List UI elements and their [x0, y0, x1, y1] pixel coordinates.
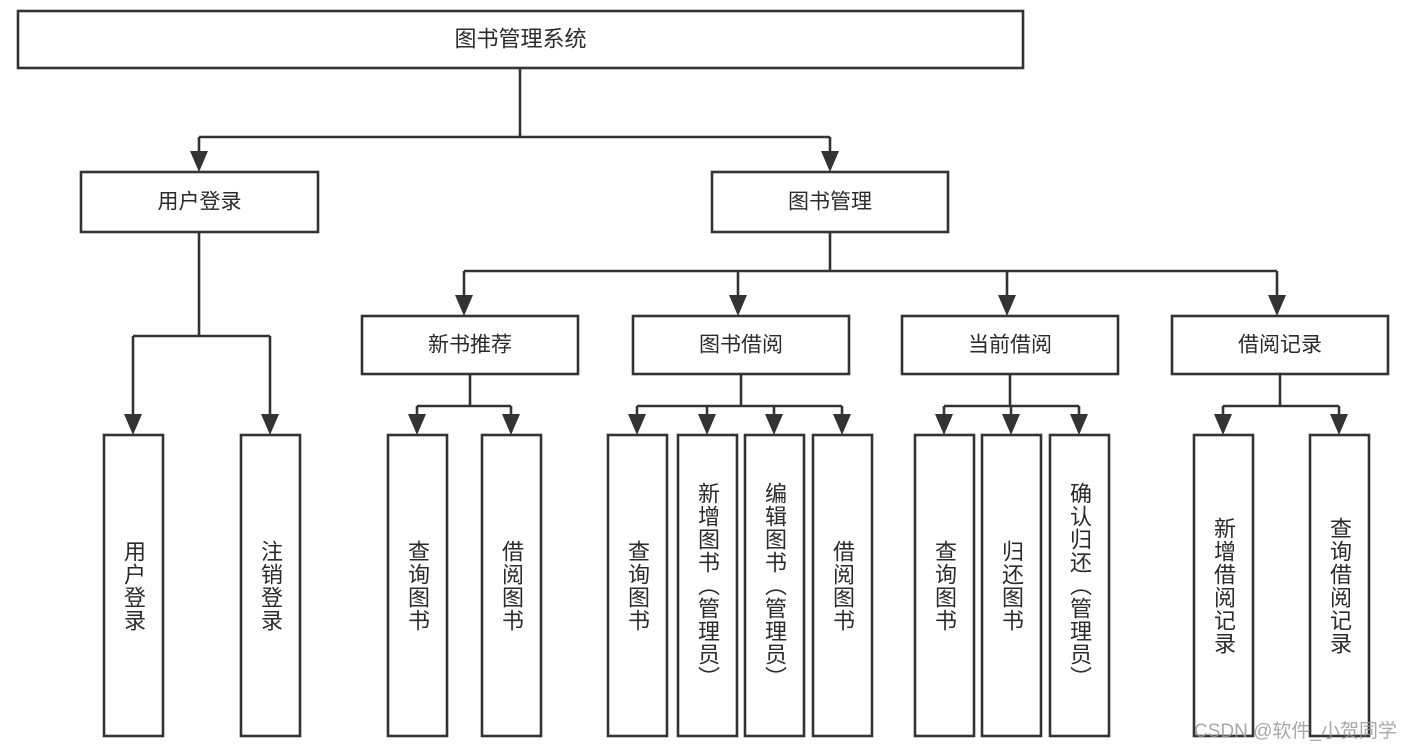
node-user-login-label: 用户登录 — [158, 191, 242, 214]
node-leaf-query-book-2-box[interactable] — [606, 433, 669, 738]
arrow-book-manage-to-level3-3 — [1268, 295, 1286, 316]
arrow-current-borrow-to-leaves-1 — [1002, 414, 1020, 435]
node-book-borrow-label: 图书借阅 — [699, 334, 783, 357]
watermark-text: CSDN @软件_小贺同学 — [1194, 721, 1397, 742]
node-leaf-borrow-book-1-box[interactable] — [480, 433, 543, 738]
node-leaf-return-book-box[interactable] — [980, 433, 1043, 738]
arrow-user-login-to-leaves-1 — [261, 414, 279, 435]
node-book-manage-box[interactable] — [710, 170, 950, 234]
node-user-login-box[interactable] — [79, 170, 320, 234]
arrow-book-manage-to-level3-2 — [998, 295, 1016, 316]
arrow-borrow-record-to-leaves-0 — [1214, 414, 1232, 435]
node-leaf-confirm-return-admin-box[interactable] — [1048, 433, 1111, 738]
arrow-root-to-level2-0 — [190, 151, 208, 172]
connector-layer — [124, 68, 1348, 435]
node-root-box[interactable] — [16, 9, 1025, 70]
node-leaf-query-book-3-box[interactable] — [913, 433, 976, 738]
node-current-borrow-label: 当前借阅 — [968, 334, 1052, 357]
node-leaf-query-book-1-box[interactable] — [386, 433, 449, 738]
arrow-book-borrow-to-leaves-1 — [698, 414, 716, 435]
node-leaf-logout-login-box[interactable] — [239, 433, 302, 738]
arrow-borrow-record-to-leaves-1 — [1330, 414, 1348, 435]
node-borrow-record-box[interactable] — [1170, 314, 1390, 376]
arrow-book-borrow-to-leaves-3 — [833, 414, 851, 435]
node-book-manage-label: 图书管理 — [788, 191, 872, 214]
node-leaf-query-borrow-record-box[interactable] — [1308, 433, 1371, 738]
node-current-borrow-box[interactable] — [900, 314, 1120, 376]
arrow-new-book-to-leaves-1 — [502, 414, 520, 435]
arrow-current-borrow-to-leaves-2 — [1070, 414, 1088, 435]
node-leaf-edit-book-admin-box[interactable] — [743, 433, 806, 738]
arrow-new-book-to-leaves-0 — [408, 414, 426, 435]
node-leaf-user-login-box[interactable] — [102, 433, 165, 738]
node-leaf-add-book-admin-box[interactable] — [676, 433, 739, 738]
node-new-book-recommend-box[interactable] — [360, 314, 580, 376]
node-leaf-borrow-book-2-box[interactable] — [811, 433, 874, 738]
node-borrow-record-label: 借阅记录 — [1238, 334, 1322, 357]
arrow-root-to-level2-1 — [821, 151, 839, 172]
node-root-label: 图书管理系统 — [454, 26, 586, 51]
arrow-book-borrow-to-leaves-0 — [628, 414, 646, 435]
node-book-borrow-box[interactable] — [631, 314, 851, 376]
node-new-book-recommend-label: 新书推荐 — [428, 334, 512, 357]
arrow-book-manage-to-level3-1 — [729, 295, 747, 316]
arrow-book-manage-to-level3-0 — [455, 295, 473, 316]
arrow-current-borrow-to-leaves-0 — [935, 414, 953, 435]
box-layer — [16, 9, 1390, 738]
node-leaf-add-borrow-record-box[interactable] — [1192, 433, 1255, 738]
arrow-user-login-to-leaves-0 — [124, 414, 142, 435]
arrow-book-borrow-to-leaves-2 — [765, 414, 783, 435]
